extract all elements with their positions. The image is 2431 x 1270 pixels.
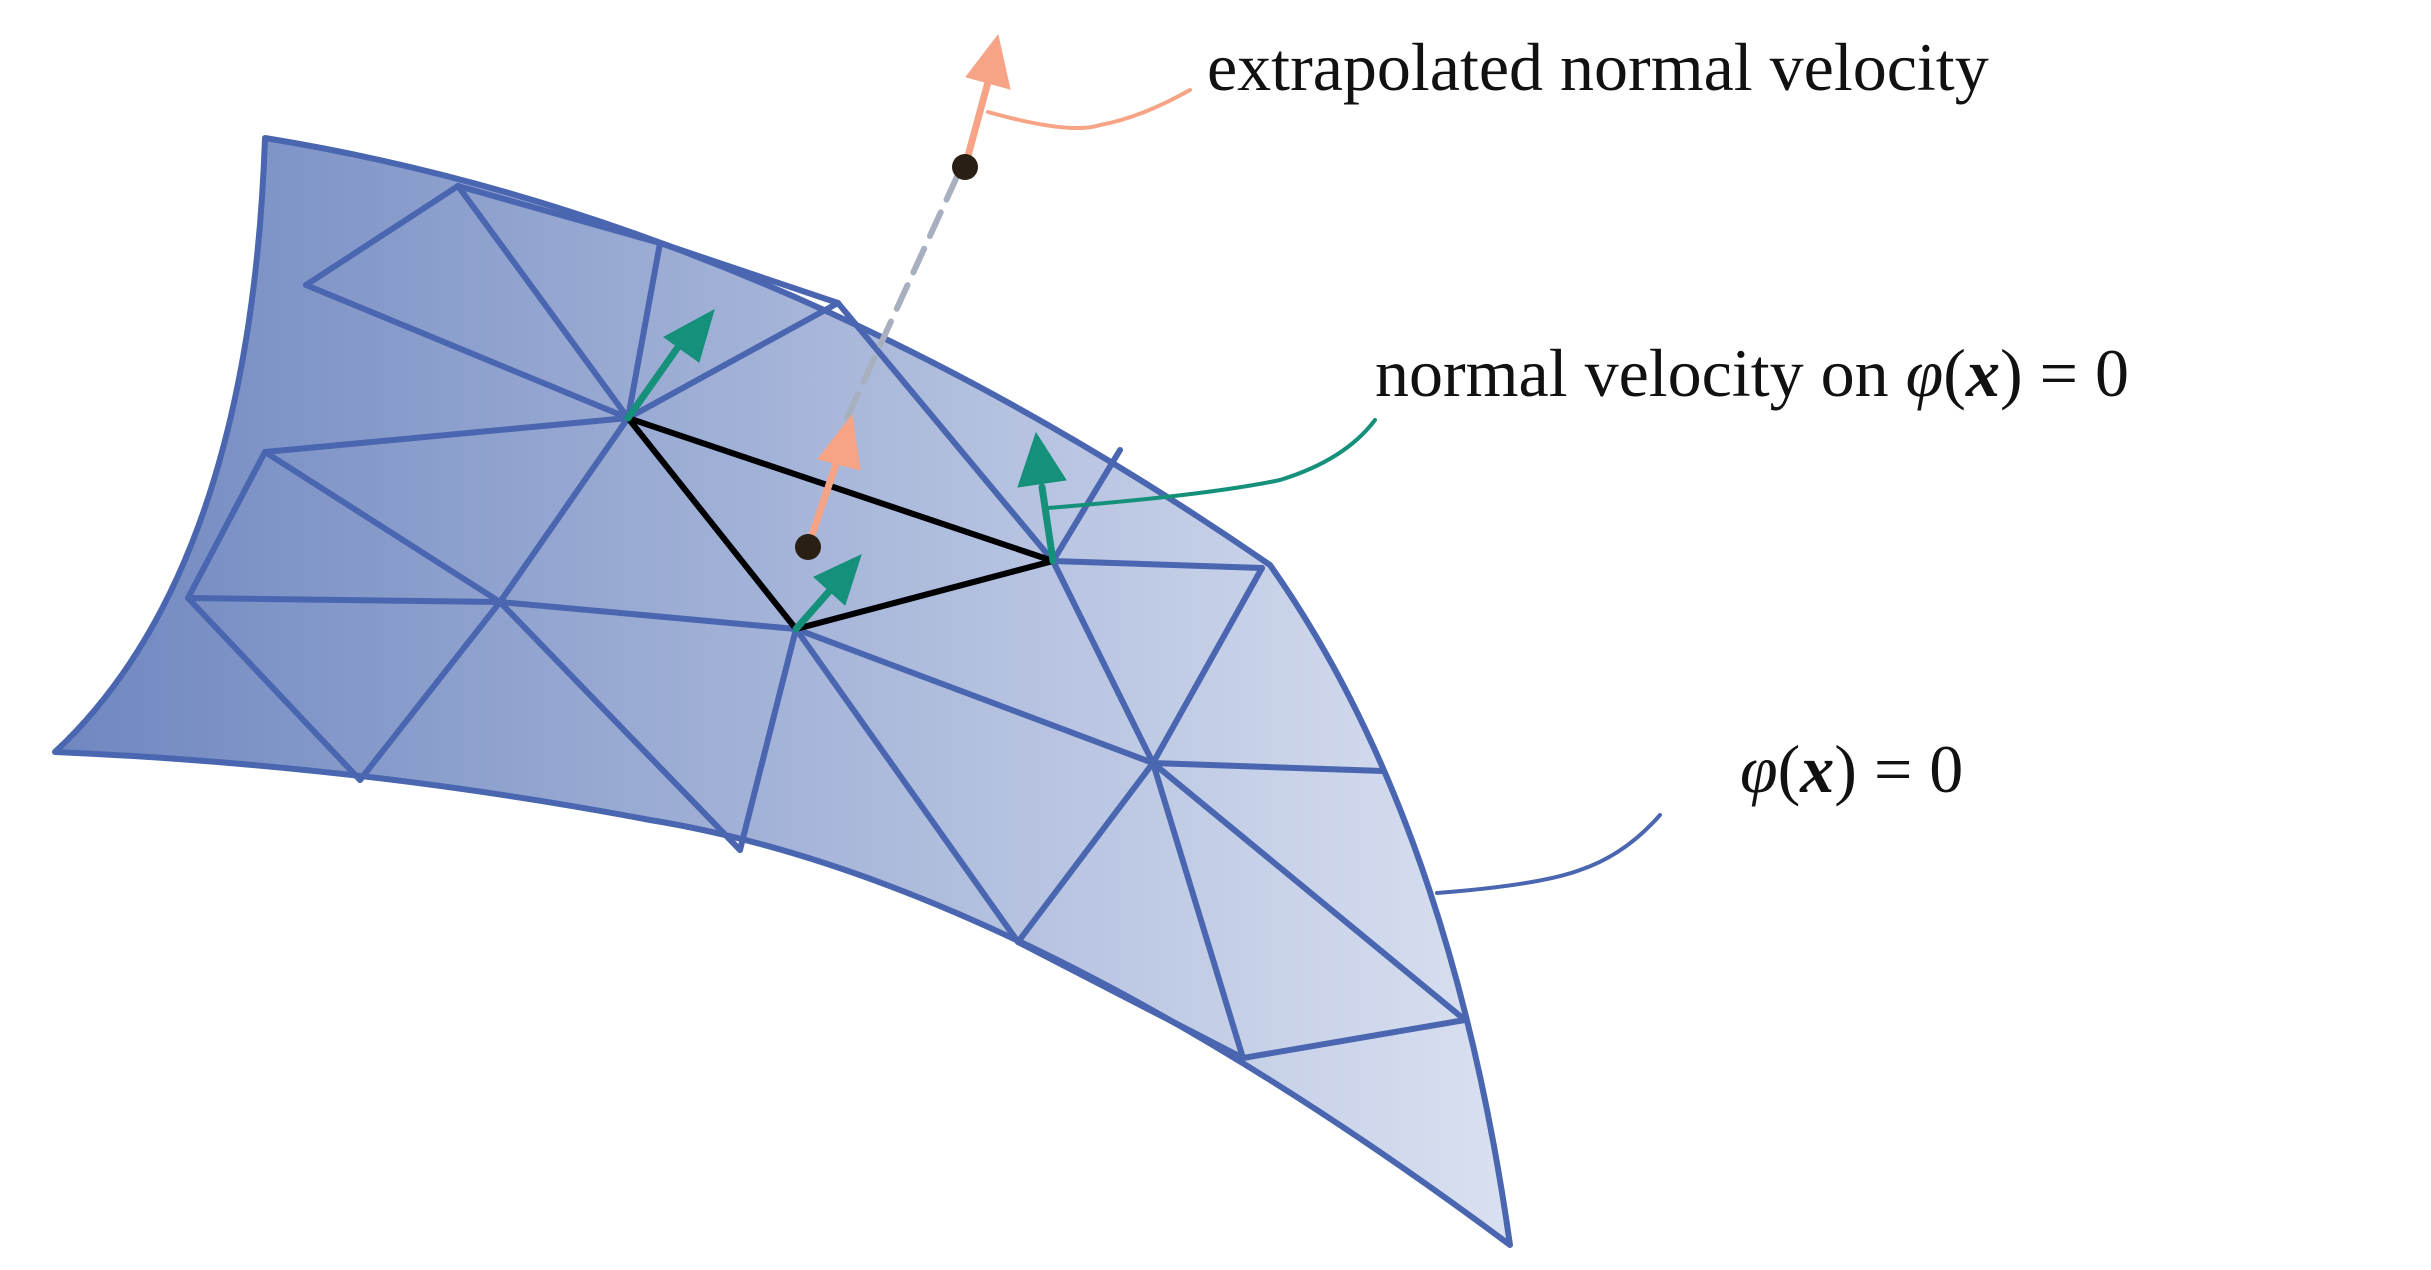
label-equals-zero: = 0 [1874, 731, 1963, 807]
label-normal-prefix: normal velocity on [1375, 335, 1889, 411]
arrow-icon [1017, 431, 1067, 565]
label-normal-velocity: normal velocity on φ(x) = 0 [1375, 335, 2129, 411]
label-extrapolated-velocity: extrapolated normal velocity [1207, 29, 1989, 105]
label-level-set: φ(x) = 0 [1740, 731, 1963, 807]
projection-line [844, 167, 963, 421]
label-close-paren: ) [1834, 731, 1857, 807]
highlighted-triangle [625, 415, 1056, 632]
leader-line-surface [1435, 813, 1662, 895]
surface-boundary [52, 135, 1513, 1248]
arrow-icon [961, 33, 1011, 171]
leader-line-extrapolated [986, 88, 1192, 130]
label-phi-symbol: φ [1740, 731, 1778, 807]
leader-line-normal [1046, 418, 1377, 510]
label-x-symbol: x [1965, 335, 2000, 411]
dot-icon [795, 534, 821, 560]
arrow-icon [804, 413, 861, 551]
label-open-paren: ( [1943, 335, 1966, 411]
arrow-icon [624, 308, 715, 422]
dot-icon [952, 154, 978, 180]
arrow-icon [792, 554, 862, 633]
label-open-paren: ( [1778, 731, 1801, 807]
label-close-paren: ) [2000, 335, 2023, 411]
label-x-symbol: x [1799, 731, 1834, 807]
label-phi-symbol: φ [1906, 335, 1944, 411]
label-equals-zero: = 0 [2040, 335, 2129, 411]
